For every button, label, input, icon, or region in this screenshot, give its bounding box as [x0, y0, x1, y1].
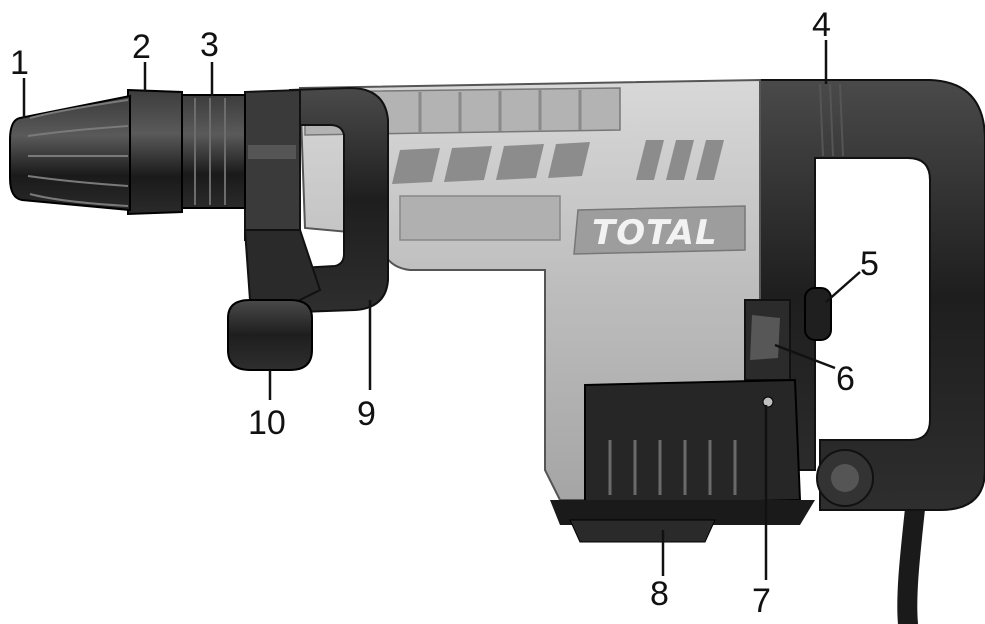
clamp-screw — [248, 145, 296, 159]
callout-7: 7 — [752, 582, 771, 620]
callout-leader-lines — [22, 40, 861, 580]
clamp-knob[interactable] — [227, 299, 313, 371]
housing-lower-band — [399, 195, 561, 241]
gear-box-ribs — [608, 440, 737, 495]
speed-knob[interactable] — [804, 287, 832, 341]
base-vent — [550, 500, 815, 525]
collar-ribs — [194, 98, 226, 205]
brand-logo: TOTAL — [592, 213, 718, 253]
chuck-sleeve[interactable] — [127, 88, 183, 216]
callout-10: 10 — [248, 404, 286, 442]
callout-4: 4 — [812, 6, 831, 44]
lock-collar[interactable] — [179, 94, 246, 209]
callout-9: 9 — [357, 395, 376, 433]
callout-1: 1 — [10, 44, 29, 82]
handle-pivot-center — [831, 464, 859, 492]
logo-plate — [573, 205, 746, 255]
dust-cap[interactable] — [9, 94, 131, 212]
handle-grip-ribs — [819, 83, 844, 157]
dust-cap-ribs — [27, 99, 129, 207]
handle-clamp — [244, 88, 301, 241]
callout-8: 8 — [650, 575, 669, 613]
switch-button — [750, 315, 780, 360]
housing-rib-lines — [418, 90, 582, 132]
indicator-light — [762, 396, 774, 408]
callout-3: 3 — [200, 26, 219, 64]
callout-labels: 1 2 3 4 5 6 7 8 9 10 — [10, 6, 879, 620]
base-grill — [569, 519, 716, 543]
callout-2: 2 — [132, 28, 151, 66]
callout-6: 6 — [836, 360, 855, 398]
vent-slots — [392, 140, 724, 184]
callout-5: 5 — [860, 245, 879, 283]
clamp-arm — [243, 229, 322, 307]
